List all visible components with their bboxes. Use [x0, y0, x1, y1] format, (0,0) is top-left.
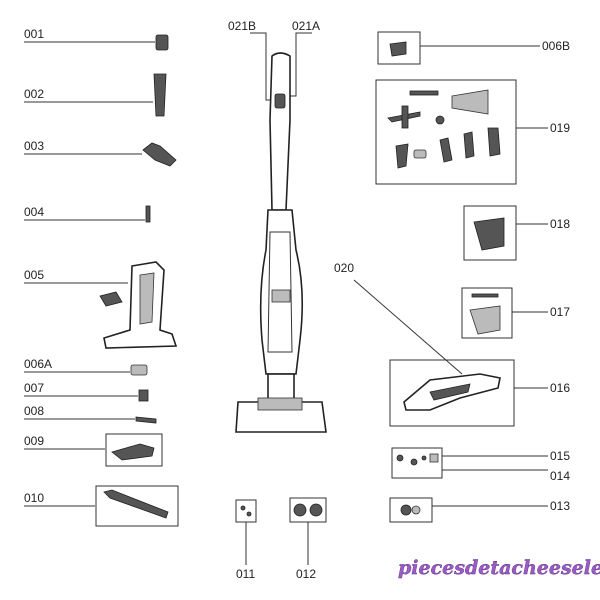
label-018: 018: [550, 217, 570, 231]
nozzle-icon: [469, 305, 501, 335]
label-014: 014: [550, 469, 570, 483]
part-003: 003: [24, 139, 177, 167]
label-016: 016: [550, 381, 570, 395]
part-015-014: 015 014: [391, 447, 570, 483]
part-011: 011: [235, 499, 257, 581]
label-021B: 021B: [228, 19, 256, 33]
part-010: 010: [24, 485, 179, 527]
part-013: 013: [389, 497, 570, 523]
label-015: 015: [550, 449, 570, 463]
part-004: 004: [24, 205, 151, 223]
part-002: 002: [24, 73, 167, 117]
label-005: 005: [24, 268, 44, 282]
wheel-icon: [293, 503, 307, 517]
label-021A: 021A: [292, 19, 320, 33]
cap-icon: [155, 34, 169, 51]
bearing-icon: [400, 504, 412, 516]
part-007: 007: [24, 381, 149, 402]
label-006B: 006B: [542, 39, 570, 53]
label-007: 007: [24, 381, 44, 395]
part-009: 009: [24, 433, 163, 467]
watermark-text: piecesdetacheeselec.com: [398, 557, 600, 579]
label-002: 002: [24, 87, 44, 101]
label-004: 004: [24, 205, 44, 219]
label-012: 012: [296, 567, 316, 581]
part-018: 018: [463, 205, 570, 261]
part-016: 020 016: [334, 261, 570, 427]
vacuum-main-unit: 021B 021A: [228, 19, 327, 433]
label-013: 013: [550, 499, 570, 513]
label-017: 017: [550, 305, 570, 319]
brush-roller-icon: [103, 489, 169, 519]
spring-icon: [409, 90, 439, 96]
label-006A: 006A: [24, 357, 52, 371]
label-009: 009: [24, 434, 44, 448]
part-017: 017: [461, 287, 570, 339]
handle-icon: [153, 73, 167, 117]
part-006A: 006A: [24, 357, 148, 376]
indicator-panel-icon: [271, 289, 291, 303]
label-008: 008: [24, 404, 44, 418]
brush-cover-icon: [111, 443, 155, 461]
part-012: 012: [289, 497, 327, 581]
power-button-icon: [274, 93, 286, 109]
part-019: 019: [375, 79, 570, 185]
latch-icon: [395, 143, 409, 169]
connector-icon: [142, 142, 177, 167]
screw-icon: [240, 505, 246, 511]
clip-icon: [389, 41, 407, 57]
label-019: 019: [550, 121, 570, 135]
charger-plug-icon: [99, 291, 123, 307]
filter-icon: [451, 89, 489, 115]
label-003: 003: [24, 139, 44, 153]
part-008: 008: [24, 404, 157, 424]
part-001: 001: [24, 27, 169, 51]
label-020: 020: [334, 261, 354, 275]
dust-container-icon: [473, 217, 505, 251]
part-005: 005: [24, 261, 178, 349]
bushing-icon: [138, 389, 149, 402]
handle-tube-icon: [269, 52, 291, 211]
label-011: 011: [236, 567, 255, 581]
label-010: 010: [24, 491, 44, 505]
clip-icon: [130, 364, 148, 376]
spring-icon: [135, 416, 157, 424]
part-006B: 006B: [377, 31, 570, 65]
label-001: 001: [24, 27, 44, 41]
screw-icon: [145, 205, 151, 223]
